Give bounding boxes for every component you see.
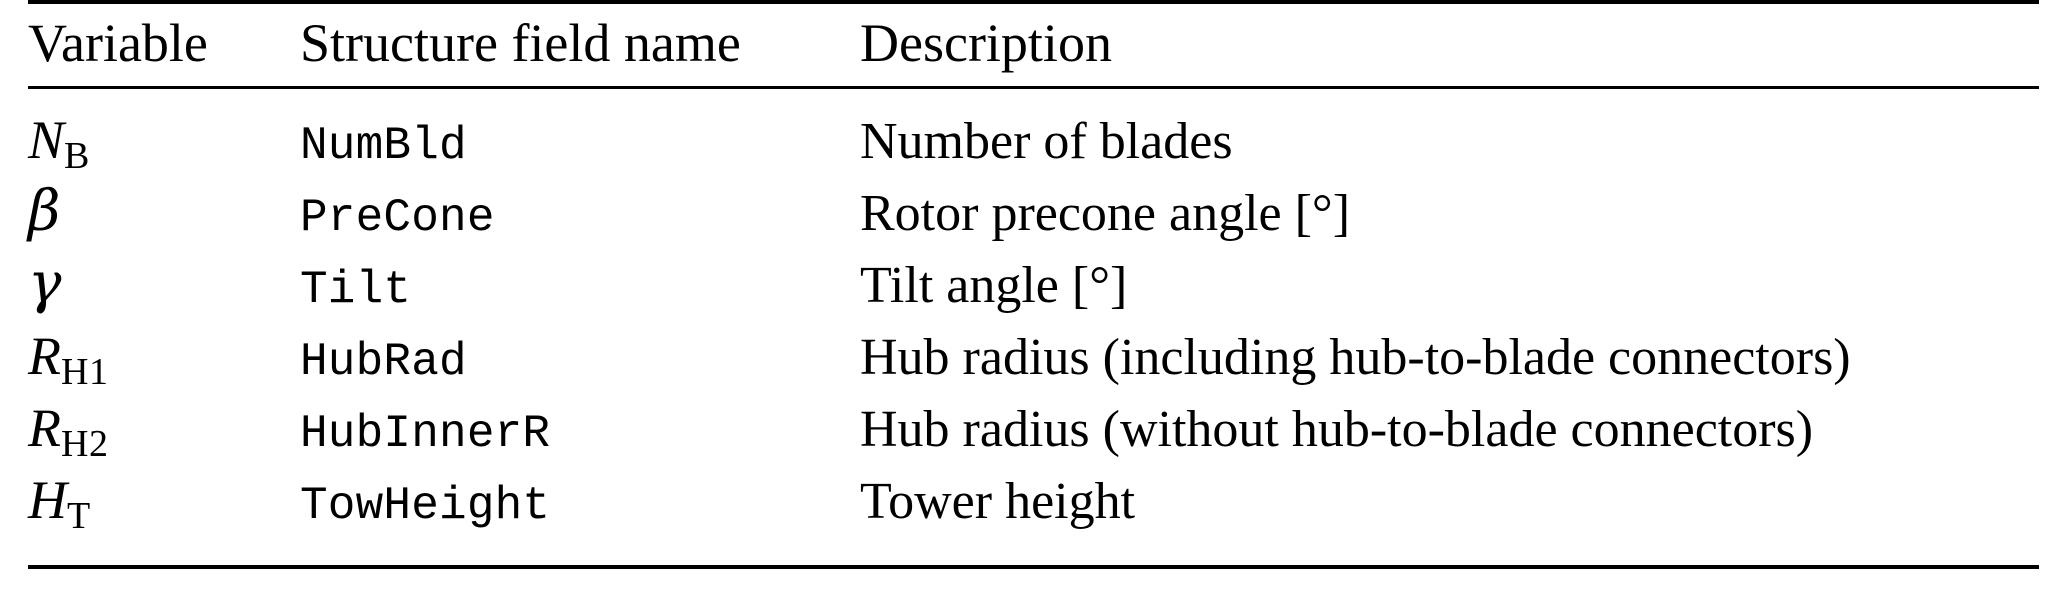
column-header-description: Description <box>860 13 1112 73</box>
variable-base-symbol: γ <box>28 251 62 316</box>
structure-field-name-cell: TowHeight <box>300 480 551 532</box>
variable-symbol-cell: HT <box>28 467 300 539</box>
description-cell: Tilt angle [°] <box>860 257 1128 314</box>
variable-symbol-cell: RH2 <box>28 395 300 467</box>
variable-subscript: T <box>67 495 91 537</box>
table-top-rule <box>28 0 2039 4</box>
table-body: NB NumBld Number of blades β PreCone Rot… <box>28 107 2039 539</box>
variable-symbol-cell: β <box>28 179 300 251</box>
table-header: Variable Structure field name Descriptio… <box>28 16 2039 72</box>
structure-field-name-cell: HubRad <box>300 336 467 388</box>
variable-subscript: B <box>64 135 90 177</box>
header-row: Variable Structure field name Descriptio… <box>28 16 2039 72</box>
variable-base-symbol: R <box>28 398 61 458</box>
variable-base-symbol: β <box>28 179 61 244</box>
variables-table: Variable Structure field name Descriptio… <box>28 16 2039 72</box>
description-cell: Number of blades <box>860 113 1233 170</box>
table-row: γ Tilt Tilt angle [°] <box>28 251 2039 323</box>
table-row: NB NumBld Number of blades <box>28 107 2039 179</box>
description-cell: Hub radius (without hub-to-blade connect… <box>860 401 1814 458</box>
spacer-before-bottom-rule <box>28 539 2039 565</box>
structure-field-name-cell: NumBld <box>300 120 467 172</box>
spacer-before-mid-rule <box>28 72 2039 86</box>
description-cell: Hub radius (including hub-to-blade conne… <box>860 329 1851 386</box>
column-header-structure-field-name: Structure field name <box>300 13 741 73</box>
variable-subscript: H1 <box>61 351 109 393</box>
table-row: RH1 HubRad Hub radius (including hub-to-… <box>28 323 2039 395</box>
structure-field-name-cell: Tilt <box>300 264 412 316</box>
variable-symbol-cell: NB <box>28 107 300 179</box>
spacer-after-mid-rule <box>28 89 2039 107</box>
table-bottom-rule <box>28 565 2039 569</box>
variables-table-body: NB NumBld Number of blades β PreCone Rot… <box>28 107 2039 539</box>
variable-symbol-cell: γ <box>28 251 300 323</box>
variable-base-symbol: R <box>28 326 61 386</box>
structure-field-name-cell: HubInnerR <box>300 408 551 460</box>
table-mid-rule <box>28 86 2039 89</box>
variable-symbol-cell: RH1 <box>28 323 300 395</box>
table-row: RH2 HubInnerR Hub radius (without hub-to… <box>28 395 2039 467</box>
table-row: HT TowHeight Tower height <box>28 467 2039 539</box>
table-row: β PreCone Rotor precone angle [°] <box>28 179 2039 251</box>
variable-base-symbol: H <box>28 470 67 530</box>
variable-base-symbol: N <box>28 110 65 170</box>
variable-subscript: H2 <box>61 423 109 465</box>
structure-field-name-cell: PreCone <box>300 192 495 244</box>
description-cell: Tower height <box>860 473 1136 530</box>
column-header-variable: Variable <box>28 13 208 73</box>
description-cell: Rotor precone angle [°] <box>860 185 1351 242</box>
